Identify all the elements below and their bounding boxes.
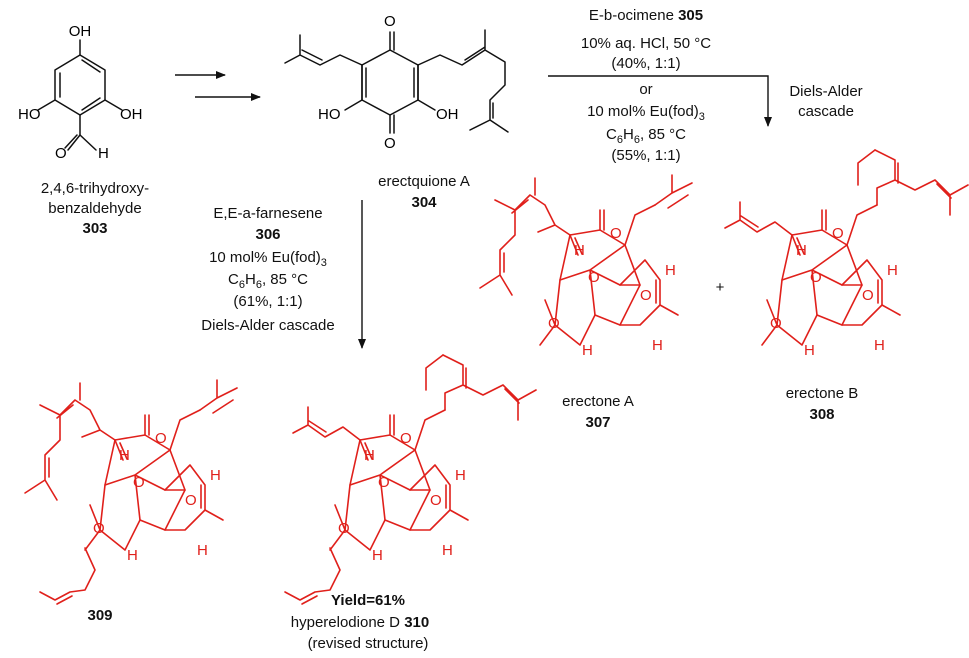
compound-name: hyperelodione D 310 [291,614,429,631]
compound-310: O H O O H O H H Yield=61% hyperelodione … [284,354,537,652]
atom-h: H [372,547,383,564]
compound-304: O O HO OH erectquione A 304 [284,13,509,211]
atom-h: H [665,262,676,279]
yield-text: (55%, 1:1) [611,147,680,164]
atom-h: H [574,242,585,259]
atom-o: O [93,520,105,537]
atom-o: O [384,135,396,152]
conditions-down: E,E-a-farnesene 306 10 mol% Eu(fod)3 C6H… [201,200,366,349]
solvent-text: C6H6, 85 °C [228,271,308,291]
compound-307: O H O O H O H H erectone A 307 [479,174,693,431]
solvent-text: C6H6, 85 °C [606,126,686,146]
atom-h: H [442,542,453,559]
compound-name: erectquione A [378,173,470,190]
condition-text: 10 mol% Eu(fod)3 [209,249,327,269]
or-text: or [639,81,652,98]
reaction-type: Diels-Alder cascade [201,317,334,334]
compound-name: erectone B [786,385,859,402]
atom-h: H [887,262,898,279]
atom-h: H [210,467,221,484]
atom-o: O [185,492,197,509]
reagent-number: 306 [255,226,280,243]
structure-note: (revised structure) [308,635,429,652]
compound-number: 309 [87,607,112,624]
atom-oh: OH [69,23,92,40]
compound-308: O H O O H O H H erectone B 308 [724,149,969,423]
reaction-type: cascade [798,103,854,120]
atom-ho: HO [18,106,41,123]
reagent-306: E,E-a-farnesene [213,205,322,222]
atom-h: H [652,337,663,354]
atom-o: O [400,430,412,447]
reagent-305: E-b-ocimene 305 [589,7,703,24]
atom-h: H [796,242,807,259]
atom-o: O [155,430,167,447]
atom-h: H [582,342,593,359]
atom-o: O [133,474,145,491]
plus-sign: + [716,279,725,296]
atom-h: H [804,342,815,359]
yield-text: (61%, 1:1) [233,293,302,310]
yield-text: (40%, 1:1) [611,55,680,72]
atom-o: O [640,287,652,304]
atom-o: O [610,225,622,242]
atom-h: H [119,447,130,464]
atom-o: O [770,315,782,332]
compound-number: 308 [809,406,834,423]
atom-o: O [588,269,600,286]
atom-o: O [338,520,350,537]
atom-o: O [810,269,822,286]
compound-303: OH HO OH O H 2,4,6-trihydroxy- benzaldeh… [18,23,149,237]
atom-o: O [55,145,67,162]
compound-name: benzaldehyde [48,200,141,217]
condition-text: 10 mol% Eu(fod)3 [587,103,705,123]
atom-oh: OH [436,106,459,123]
compound-number: 303 [82,220,107,237]
atom-o: O [862,287,874,304]
reaction-arrow [548,75,772,127]
atom-h: H [127,547,138,564]
compound-309: O H O O H O H H 309 [24,379,238,624]
yield-label: Yield=61% [331,592,405,609]
atom-h: H [455,467,466,484]
compound-number: 304 [411,194,437,211]
atom-ho: HO [318,106,341,123]
atom-h: H [364,447,375,464]
atom-o: O [430,492,442,509]
atom-o: O [832,225,844,242]
atom-o: O [384,13,396,30]
condition-text: 10% aq. HCl, 50 °C [581,35,711,52]
atom-h: H [197,542,208,559]
compound-number: 307 [585,414,610,431]
atom-h: H [874,337,885,354]
compound-name: erectone A [562,393,634,410]
atom-oh: OH [120,106,143,123]
conditions-right: E-b-ocimene 305 10% aq. HCl, 50 °C (40%,… [548,7,863,164]
atom-o: O [378,474,390,491]
compound-name: 2,4,6-trihydroxy- [41,180,149,197]
atom-h: H [98,145,109,162]
atom-o: O [548,315,560,332]
reaction-type: Diels-Alder [789,83,862,100]
